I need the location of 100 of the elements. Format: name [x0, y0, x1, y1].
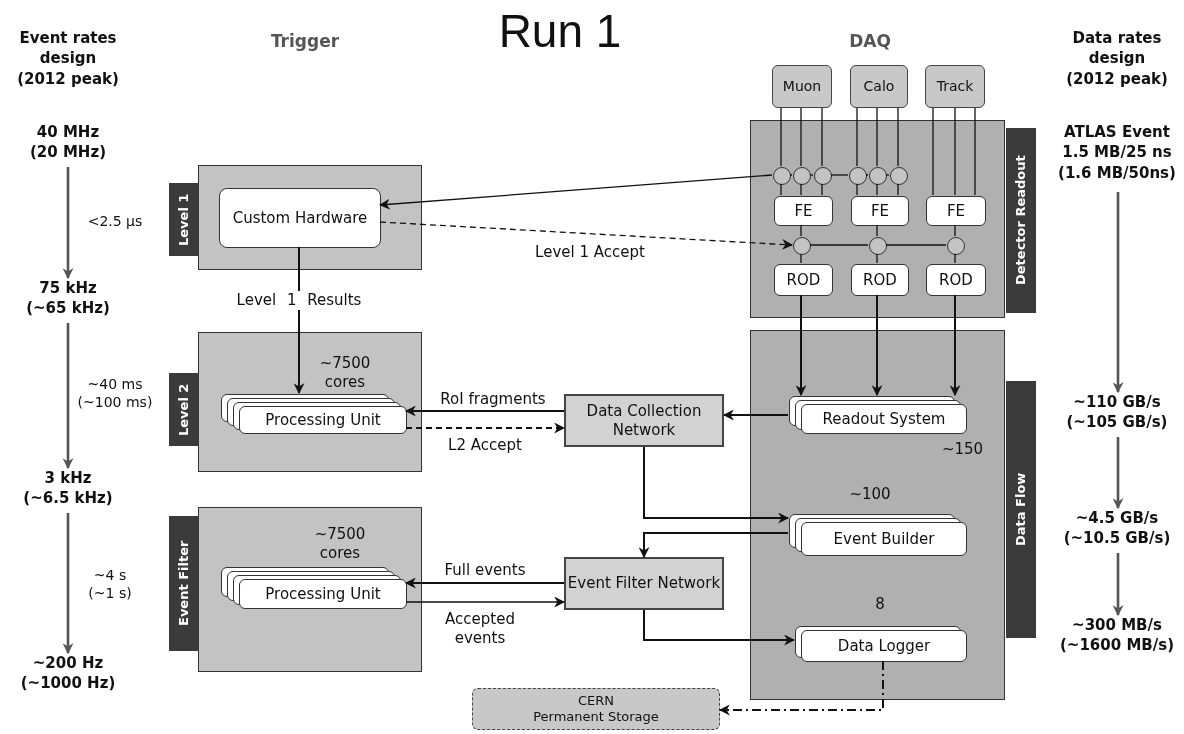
- arrow: [722, 409, 789, 421]
- rate-value: 40 MHz: [36, 122, 100, 143]
- connector-line: [897, 107, 899, 167]
- arrow: [62, 323, 74, 470]
- rate-value: 1.5 MB/25 ns: [1062, 142, 1172, 163]
- readout-driver-box: ROD: [926, 264, 986, 296]
- rate-value: ~200 Hz: [32, 653, 104, 674]
- connector-line: [856, 107, 858, 167]
- column-heading: DAQ: [848, 30, 892, 53]
- arrow: [405, 596, 566, 608]
- arrow: [871, 294, 883, 397]
- unit-card: Processing Unit: [239, 579, 407, 609]
- edge-label: Level 1 Accept: [534, 243, 646, 262]
- edge-label: <2.5 µs: [86, 213, 144, 231]
- arrow: [643, 446, 790, 524]
- connector-line: [800, 107, 802, 167]
- rate-value: (1.6 MB/50ns): [1058, 162, 1176, 183]
- connector-line: [789, 174, 793, 176]
- rate-value: (20 MHz): [30, 142, 106, 163]
- rate-value: ~300 MB/s: [1072, 615, 1162, 636]
- arrow: [405, 422, 566, 434]
- edge-label: L2 Accept: [447, 436, 523, 455]
- arrow: [949, 294, 961, 397]
- connector-line: [800, 224, 802, 237]
- side-tab: Event Filter: [169, 516, 199, 651]
- column-heading: Event rates design (2012 peak): [16, 28, 120, 89]
- connector-line: [954, 224, 956, 237]
- process-box: Custom Hardware: [219, 188, 381, 248]
- rate-value: (~6.5 kHz): [23, 488, 113, 509]
- connector-line: [856, 183, 858, 196]
- rate-value: (~10.5 GB/s): [1063, 528, 1171, 549]
- arrow: [378, 174, 773, 210]
- connector-line: [780, 107, 782, 167]
- rate-value: (~1600 MB/s): [1060, 635, 1174, 656]
- rate-value: ~110 GB/s: [1073, 392, 1161, 413]
- front-end-box: FE: [926, 196, 986, 226]
- side-tab: Detector Readout: [1006, 128, 1036, 313]
- connector-line: [780, 183, 782, 196]
- arrow: [718, 660, 884, 716]
- side-tab: Level 2: [169, 373, 199, 446]
- connector-line: [800, 253, 802, 264]
- arrow: [379, 221, 794, 250]
- unit-card: Processing Unit: [239, 406, 407, 434]
- connector-line: [897, 183, 899, 196]
- arrow: [62, 167, 74, 280]
- connector-line: [809, 244, 869, 246]
- arrow: [795, 294, 807, 397]
- unit-card: Data Logger: [801, 630, 967, 662]
- rate-value: (~65 kHz): [26, 298, 110, 319]
- unit-card: Readout System: [801, 404, 967, 434]
- connector-line: [876, 107, 878, 167]
- edge-label: Accepted events: [444, 610, 516, 648]
- detector-box: Calo: [850, 65, 908, 108]
- rate-value: (~105 GB/s): [1066, 412, 1168, 433]
- edge-label: RoI fragments: [439, 390, 547, 409]
- connector-line: [876, 183, 878, 196]
- network-box: Event Filter Network: [564, 557, 724, 610]
- arrow: [62, 513, 74, 655]
- connector-line: [885, 244, 947, 246]
- arrow: [1112, 553, 1124, 617]
- count-label: ~7500 cores: [313, 525, 367, 563]
- connector-line: [830, 174, 849, 176]
- arrow: [293, 246, 305, 395]
- connector-line: [876, 224, 878, 237]
- front-end-box: FE: [774, 196, 833, 226]
- connector-line: [876, 253, 878, 264]
- front-end-box: FE: [851, 196, 909, 226]
- connector-line: [932, 107, 976, 196]
- connector-line: [800, 183, 802, 196]
- connector-line: [809, 174, 814, 176]
- arrow: [643, 609, 796, 646]
- rate-value: 75 kHz: [39, 278, 97, 299]
- column-heading: Trigger: [269, 30, 341, 53]
- edge-label: ~4 s (~1 s): [87, 567, 133, 602]
- count-label: ~150: [940, 440, 985, 459]
- connector-line: [821, 107, 823, 167]
- unit-card: Event Builder: [801, 522, 967, 556]
- connector-line: [954, 253, 956, 264]
- network-box: Data Collection Network: [564, 394, 724, 447]
- readout-driver-box: ROD: [851, 264, 909, 296]
- rate-value: ~4.5 GB/s: [1075, 508, 1159, 529]
- edge-label: Full events: [443, 561, 527, 580]
- connector-line: [821, 183, 823, 196]
- arrow: [1112, 192, 1124, 394]
- connector-line: [865, 174, 869, 176]
- edge-label: ~40 ms (~100 ms): [76, 376, 154, 411]
- side-tab: Level 1: [169, 183, 199, 256]
- count-label: ~100: [848, 485, 892, 504]
- storage-box: CERN Permanent Storage: [472, 688, 720, 730]
- column-heading: Data rates design (2012 peak): [1065, 28, 1169, 89]
- count-label: ~7500 cores: [318, 354, 372, 392]
- count-label: 8: [874, 595, 886, 614]
- detector-box: Muon: [772, 65, 832, 108]
- readout-driver-box: ROD: [774, 264, 833, 296]
- arrow: [404, 405, 565, 417]
- rate-value: 3 kHz: [44, 468, 92, 489]
- rate-value: ATLAS Event: [1064, 122, 1170, 143]
- arrow: [638, 532, 789, 559]
- title: Run 1: [497, 8, 623, 54]
- arrow: [1112, 437, 1124, 510]
